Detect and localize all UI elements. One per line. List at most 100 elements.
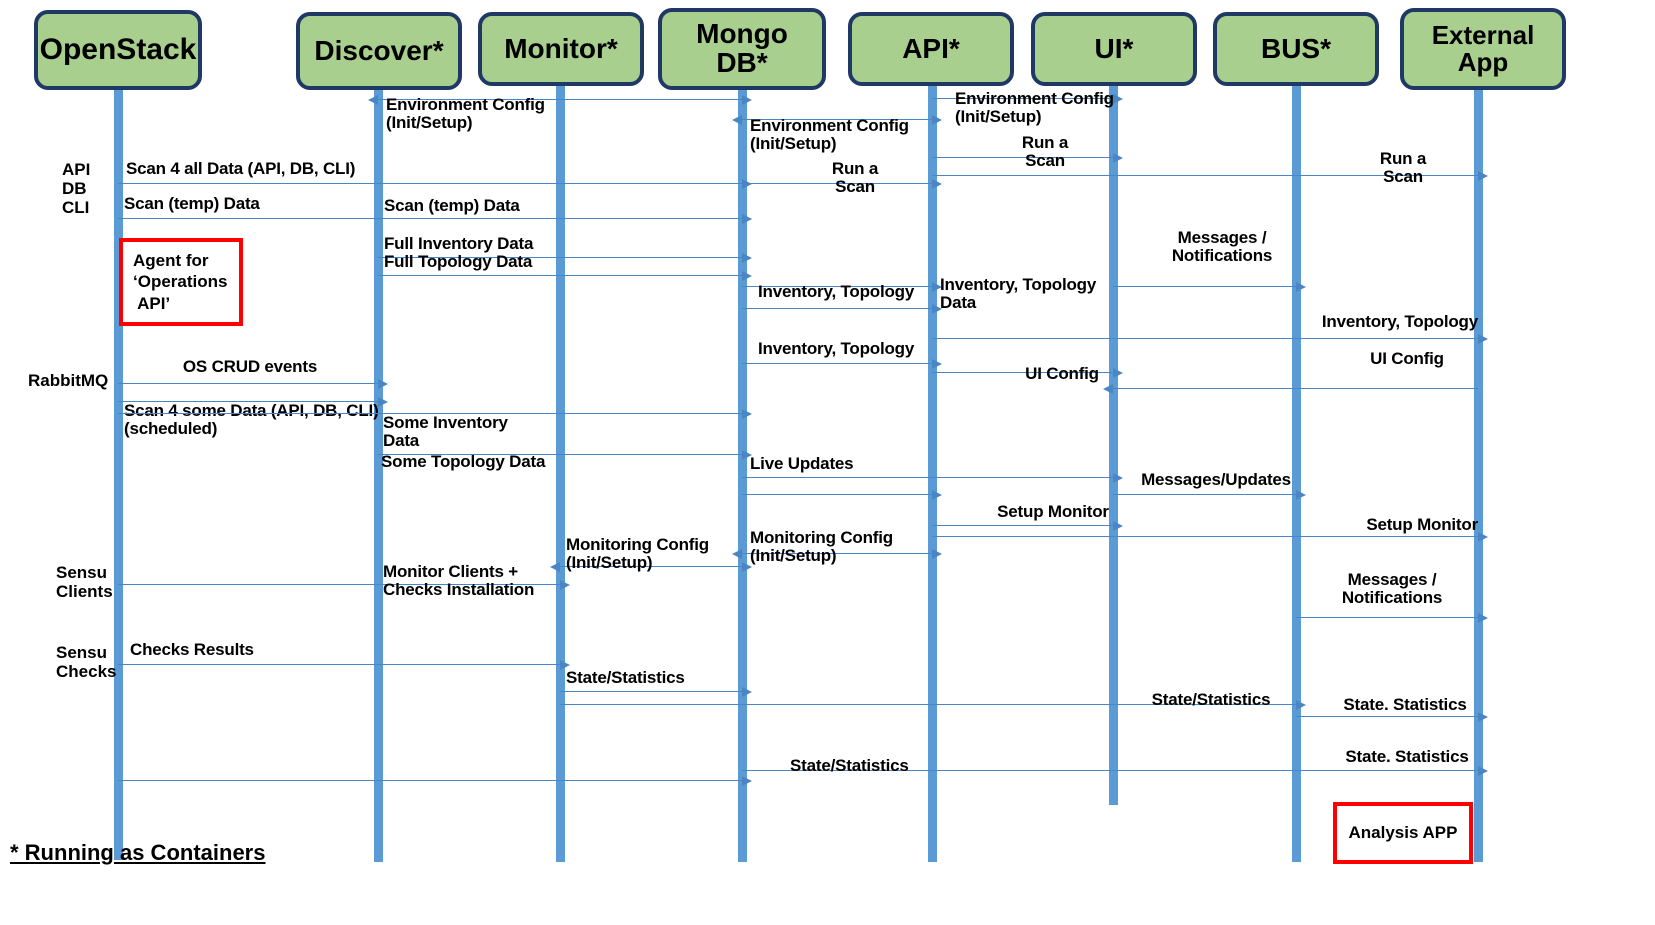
lifeline-mongodb: [737, 88, 747, 862]
message-arrow-m37[interactable]: [118, 775, 752, 786]
message-label-m07: Run a Scan: [831, 159, 879, 197]
message-arrow-m04[interactable]: [932, 152, 1123, 163]
arrowhead-left: [550, 561, 560, 572]
message-label-m37: State/Statistics: [790, 756, 909, 775]
message-arrow-m26[interactable]: [932, 520, 1123, 531]
side-label-api-db-cli: API DB CLI: [62, 160, 91, 218]
message-label-m22: Some Topology Data: [381, 452, 546, 471]
message-arrow-m29[interactable]: [732, 548, 942, 559]
message-label-m03: Environment Config (Init/Setup): [750, 116, 909, 154]
message-arrow-m24[interactable]: [1113, 489, 1306, 500]
arrowhead-right: [742, 775, 752, 786]
message-label-m18: UI Config: [1025, 364, 1099, 383]
participant-monitor[interactable]: Monitor*: [478, 12, 644, 86]
arrowhead-right: [932, 281, 942, 292]
message-arrow-m25[interactable]: [742, 489, 942, 500]
participant-api[interactable]: API*: [848, 12, 1014, 86]
participant-label: BUS*: [1260, 32, 1331, 64]
message-label-m26: Setup Monitor: [997, 502, 1109, 521]
message-arrow-m33[interactable]: [560, 686, 752, 697]
arrowhead-right: [1296, 281, 1306, 292]
participant-label: UI*: [1094, 32, 1134, 64]
message-arrow-m22[interactable]: [378, 449, 752, 460]
message-arrow-m05[interactable]: [932, 170, 1488, 181]
message-arrow-m01[interactable]: [368, 94, 752, 105]
message-arrow-m27[interactable]: [932, 531, 1488, 542]
message-arrow-m12[interactable]: [1113, 281, 1306, 292]
participant-label: External App: [1431, 20, 1535, 77]
arrowhead-right: [378, 378, 388, 389]
message-label-m15: Inventory, Topology: [1321, 312, 1478, 331]
message-label-m19: UI Config: [1370, 349, 1444, 368]
message-arrow-m15[interactable]: [932, 333, 1488, 344]
participant-mongodb[interactable]: Mongo DB*: [658, 8, 826, 90]
message-arrow-m06[interactable]: [118, 178, 752, 189]
message-label-m06: Scan 4 all Data (API, DB, CLI): [126, 159, 356, 178]
participant-label: Monitor*: [504, 32, 618, 64]
lifeline-discover: [373, 88, 383, 862]
message-label-m35: State. Statistics: [1343, 695, 1467, 714]
callout-analysis-app[interactable]: Analysis APP: [1333, 802, 1473, 864]
arrowhead-right: [1113, 93, 1123, 104]
message-label-m08: Scan (temp) Data: [124, 194, 260, 213]
message-label-m14: Inventory, Topology: [758, 282, 915, 301]
message-arrow-m03[interactable]: [732, 114, 942, 125]
message-label-m28: Monitoring Config (Init/Setup): [566, 535, 709, 573]
arrowhead-right: [742, 686, 752, 697]
message-label-m24: Messages/Updates: [1141, 470, 1291, 489]
message-label-m01: Environment Config (Init/Setup): [386, 95, 545, 133]
message-arrow-m30[interactable]: [118, 579, 570, 590]
message-arrow-m18[interactable]: [932, 367, 1123, 378]
message-label-m30: Monitor Clients + Checks Installation: [383, 562, 535, 600]
message-arrow-m07[interactable]: [742, 178, 942, 189]
message-arrow-m28[interactable]: [550, 561, 752, 572]
message-label-m36: State. Statistics: [1345, 747, 1469, 766]
arrowhead-right: [1113, 367, 1123, 378]
message-arrow-m17[interactable]: [118, 378, 388, 389]
arrowhead-right: [742, 252, 752, 263]
message-label-m21: Some Inventory Data: [383, 413, 508, 451]
participant-discover[interactable]: Discover*: [296, 12, 462, 90]
message-arrow-m36[interactable]: [742, 765, 1488, 776]
message-arrow-m35[interactable]: [1296, 711, 1488, 722]
message-arrow-m09[interactable]: [378, 213, 752, 224]
message-arrow-m10[interactable]: [378, 252, 752, 263]
arrowhead-right: [1113, 152, 1123, 163]
participant-ui[interactable]: UI*: [1031, 12, 1197, 86]
arrowhead-right: [1113, 472, 1123, 483]
arrowhead-right: [1478, 765, 1488, 776]
message-arrow-m16[interactable]: [742, 358, 942, 369]
arrowhead-right: [932, 303, 942, 314]
message-label-m11: Full Topology Data: [384, 252, 533, 271]
arrowhead-right: [1478, 531, 1488, 542]
arrowhead-right: [1296, 699, 1306, 710]
message-arrow-m13[interactable]: [742, 281, 942, 292]
side-label-rabbitmq: RabbitMQ: [28, 371, 109, 390]
message-arrow-m19[interactable]: [1103, 383, 1478, 394]
arrowhead-left: [732, 548, 742, 559]
arrowhead-right: [1478, 333, 1488, 344]
message-label-m17: OS CRUD events: [182, 357, 318, 376]
message-arrow-m31[interactable]: [1296, 612, 1488, 623]
callout-agent-operations-api[interactable]: Agent for ‘Operations API’: [119, 238, 243, 326]
arrowhead-right: [1478, 711, 1488, 722]
message-arrow-m11[interactable]: [378, 270, 752, 281]
message-label-m10: Full Inventory Data: [384, 234, 534, 253]
participant-external[interactable]: External App: [1400, 8, 1566, 90]
message-arrow-m21[interactable]: [118, 408, 752, 419]
message-label-m09: Scan (temp) Data: [384, 196, 520, 215]
arrowhead-right: [1478, 612, 1488, 623]
message-arrow-m23[interactable]: [742, 472, 1123, 483]
message-label-m04: Run a Scan: [1021, 133, 1069, 171]
message-arrow-m14[interactable]: [742, 303, 942, 314]
message-label-m27: Setup Monitor: [1366, 515, 1478, 534]
message-arrow-m20[interactable]: [118, 396, 388, 407]
participant-bus[interactable]: BUS*: [1213, 12, 1379, 86]
lifeline-bus: [1291, 86, 1301, 862]
message-arrow-m32[interactable]: [118, 659, 570, 670]
message-arrow-m34[interactable]: [560, 699, 1306, 710]
participant-openstack[interactable]: OpenStack: [34, 10, 202, 90]
arrowhead-right: [742, 213, 752, 224]
message-arrow-m02[interactable]: [932, 93, 1123, 104]
